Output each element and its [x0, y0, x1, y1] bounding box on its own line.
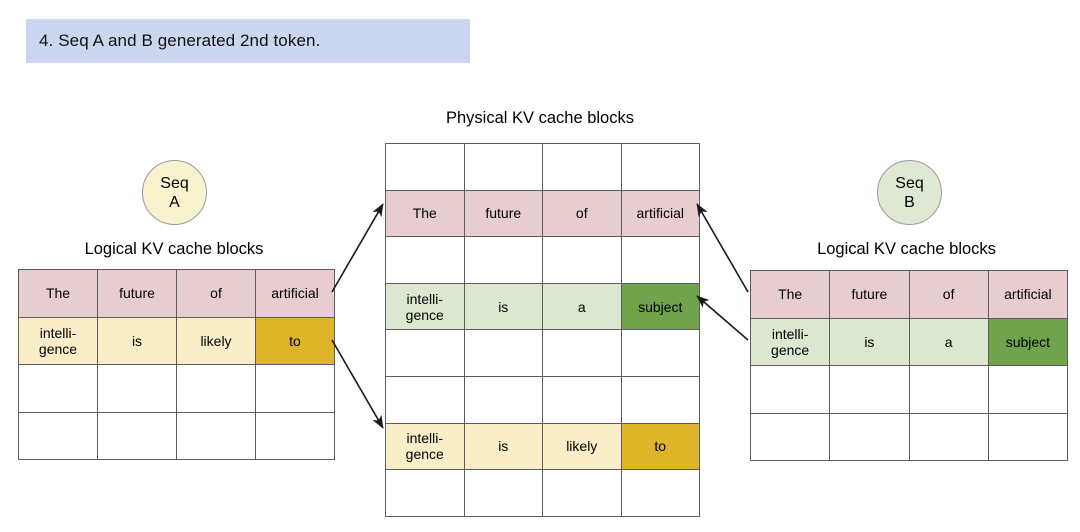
- kv-token-cell: The: [18, 269, 98, 318]
- kv-empty-cell: [97, 364, 177, 413]
- kv-empty-cell: [385, 236, 465, 284]
- step-banner: 4. Seq A and B generated 2nd token.: [26, 19, 470, 63]
- kv-token-cell: subject: [987, 317, 1069, 366]
- kv-empty-cell: [542, 469, 622, 517]
- kv-empty-cell: [385, 469, 465, 517]
- seq-a-badge-line1: Seq: [160, 174, 189, 192]
- kv-empty-cell: [987, 412, 1069, 461]
- kv-token-cell: likely: [542, 422, 622, 471]
- seq-b-badge-line1: Seq: [895, 174, 924, 192]
- kv-empty-cell: [542, 375, 622, 424]
- kv-token-cell: of: [542, 189, 622, 238]
- kv-token-cell: The: [749, 270, 831, 319]
- arrow-seq-a-block1-to-physical-row6: [331, 339, 384, 429]
- kv-empty-cell: [749, 365, 831, 414]
- kv-empty-cell: [385, 143, 465, 191]
- kv-empty-cell: [620, 375, 700, 424]
- kv-token-cell: artificial: [255, 269, 335, 318]
- kv-empty-cell: [176, 411, 256, 460]
- kv-empty-cell: [463, 143, 543, 191]
- kv-empty-cell: [908, 412, 989, 461]
- table-row: [749, 365, 1069, 414]
- kv-empty-cell: [620, 329, 700, 377]
- kv-empty-cell: [749, 412, 831, 461]
- kv-empty-cell: [255, 364, 335, 413]
- kv-token-cell: The: [385, 189, 465, 238]
- kv-token-cell: future: [829, 270, 910, 319]
- kv-token-cell: is: [463, 422, 543, 471]
- kv-empty-cell: [542, 143, 622, 191]
- kv-empty-cell: [463, 329, 543, 377]
- kv-empty-cell: [542, 329, 622, 377]
- kv-token-cell: is: [97, 316, 177, 365]
- table-row: [749, 412, 1069, 461]
- kv-empty-cell: [18, 411, 98, 460]
- kv-token-cell: subject: [620, 282, 700, 331]
- seq-b-table-caption: Logical KV cache blocks: [817, 240, 996, 258]
- seq-b-badge: Seq B: [877, 160, 942, 225]
- kv-empty-cell: [542, 236, 622, 284]
- table-row: [385, 375, 700, 424]
- kv-token-cell: to: [255, 316, 335, 365]
- kv-empty-cell: [18, 364, 98, 413]
- table-row: [385, 329, 700, 377]
- kv-token-cell: likely: [176, 316, 256, 365]
- kv-empty-cell: [176, 364, 256, 413]
- kv-token-cell: of: [908, 270, 989, 319]
- table-row: [385, 469, 700, 517]
- arrow-seq-b-block1-to-physical-row3: [696, 295, 749, 341]
- kv-token-cell: artificial: [620, 189, 700, 238]
- kv-empty-cell: [97, 411, 177, 460]
- kv-empty-cell: [385, 375, 465, 424]
- seq-a-table-caption: Logical KV cache blocks: [84, 240, 264, 258]
- kv-token-cell: a: [908, 317, 989, 366]
- table-row: [18, 364, 335, 413]
- kv-token-cell: intelli-gence: [385, 282, 465, 331]
- seq-b-badge-line2: B: [904, 193, 915, 211]
- kv-empty-cell: [620, 236, 700, 284]
- kv-empty-cell: [620, 143, 700, 191]
- kv-token-cell: is: [463, 282, 543, 331]
- kv-empty-cell: [463, 469, 543, 517]
- table-row: [385, 236, 700, 284]
- seq-a-badge: Seq A: [142, 160, 207, 225]
- kv-token-cell: future: [463, 189, 543, 238]
- kv-empty-cell: [987, 365, 1069, 414]
- step-banner-text: 4. Seq A and B generated 2nd token.: [39, 31, 321, 50]
- kv-empty-cell: [829, 412, 910, 461]
- kv-token-cell: future: [97, 269, 177, 318]
- kv-token-cell: a: [542, 282, 622, 331]
- kv-empty-cell: [463, 375, 543, 424]
- kv-empty-cell: [620, 469, 700, 517]
- arrow-seq-b-block0-to-physical-row1: [696, 203, 749, 293]
- kv-token-cell: is: [829, 317, 910, 366]
- kv-empty-cell: [829, 365, 910, 414]
- kv-token-cell: intelli-gence: [749, 317, 831, 366]
- kv-token-cell: intelli-gence: [18, 316, 98, 365]
- kv-token-cell: artificial: [987, 270, 1069, 319]
- kv-empty-cell: [463, 236, 543, 284]
- physical-table-caption: Physical KV cache blocks: [445, 109, 634, 127]
- kv-token-cell: to: [620, 422, 700, 471]
- kv-empty-cell: [908, 365, 989, 414]
- kv-token-cell: intelli-gence: [385, 422, 465, 471]
- table-row: [18, 411, 335, 460]
- seq-a-badge-line2: A: [169, 193, 180, 211]
- kv-empty-cell: [385, 329, 465, 377]
- arrow-seq-a-block0-to-physical-row1: [331, 203, 384, 293]
- table-row: [385, 143, 700, 191]
- kv-empty-cell: [255, 411, 335, 460]
- kv-token-cell: of: [176, 269, 256, 318]
